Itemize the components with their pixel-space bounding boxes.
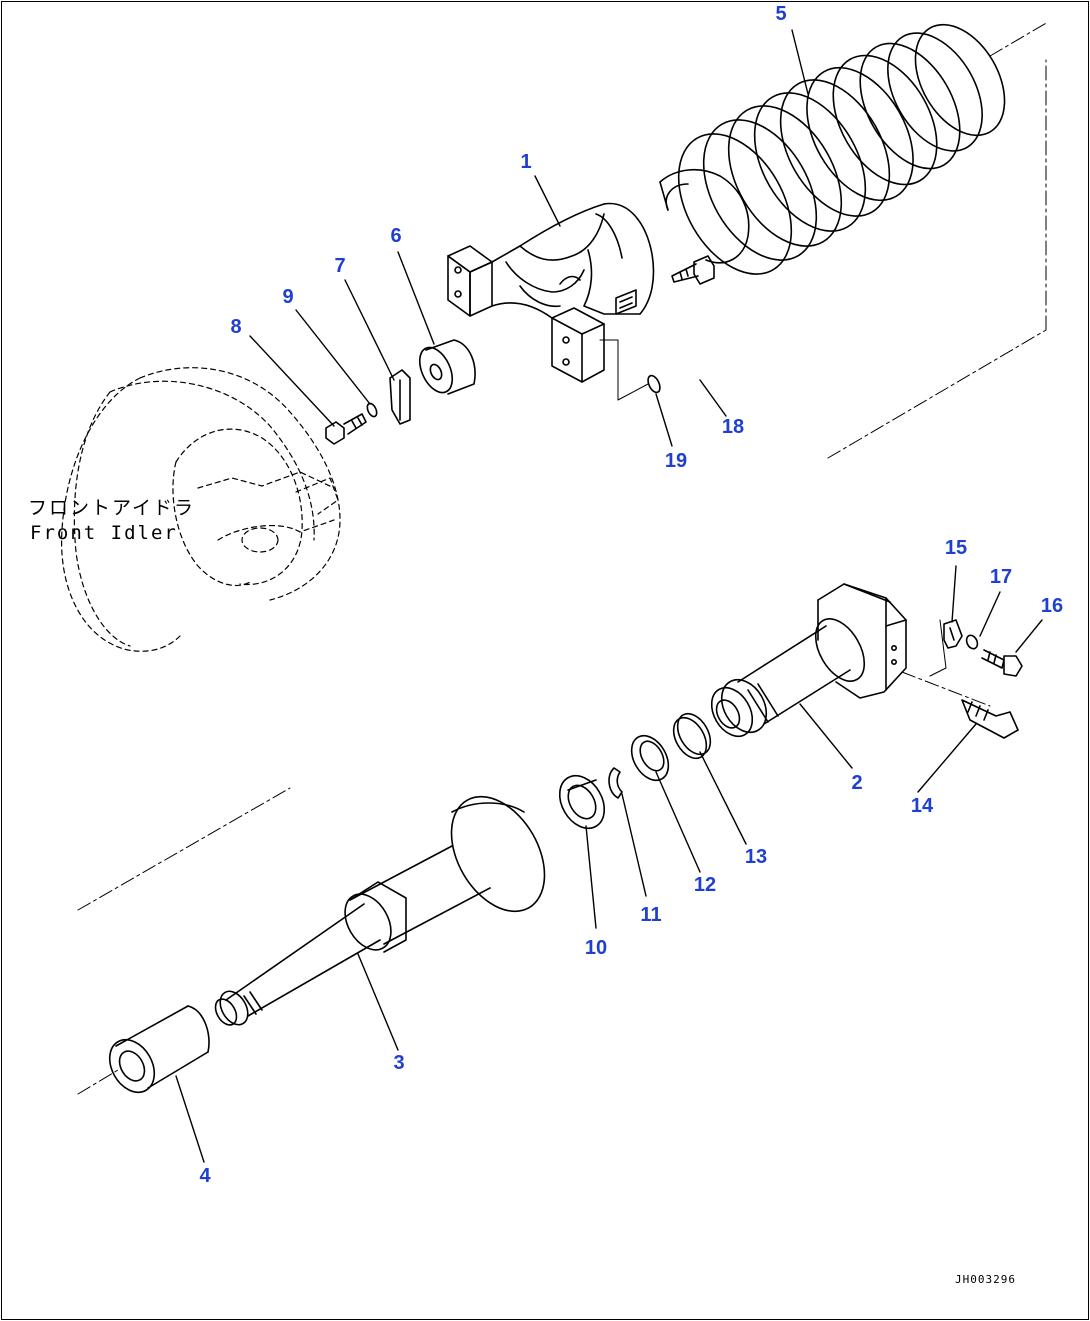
upper-axis-bracket (599, 339, 649, 401)
front-idler-phantom (61, 367, 341, 652)
bolt-part-18 (671, 255, 715, 285)
leader-lines (175, 29, 1043, 1163)
recoil-spring-part-5 (659, 23, 1006, 275)
front-idler-label-en: Front Idler (30, 522, 178, 544)
ring-part-13 (672, 712, 712, 760)
callout-part-1: 1 (520, 151, 532, 173)
idler-yoke-part-1 (447, 202, 655, 383)
callout-part-19: 19 (664, 450, 688, 472)
idler-shaft-part-3 (214, 795, 546, 1026)
dust-seal-part-10 (558, 774, 606, 830)
callout-part-8: 8 (230, 316, 242, 338)
lock-plate-part-7 (389, 369, 411, 425)
callout-part-11: 11 (640, 904, 662, 926)
bolt-part-16 (981, 649, 1023, 677)
callout-part-5: 5 (775, 3, 787, 25)
callout-part-4: 4 (199, 1165, 211, 1187)
washer-part-19 (647, 374, 661, 394)
callout-part-3: 3 (393, 1052, 405, 1074)
washer-part-17 (965, 634, 979, 650)
callout-part-6: 6 (390, 225, 402, 247)
lower-centerline (77, 671, 991, 1095)
snap-ring-part-11 (608, 767, 623, 799)
callout-part-16: 16 (1040, 595, 1064, 617)
callout-part-10: 10 (584, 937, 608, 959)
callout-part-15: 15 (944, 537, 968, 559)
callout-part-2: 2 (851, 772, 863, 794)
washer-part-9 (366, 402, 378, 418)
callout-part-13: 13 (744, 846, 768, 868)
callout-part-12: 12 (693, 874, 717, 896)
nut-part-6 (418, 339, 476, 395)
callout-part-18: 18 (721, 416, 745, 438)
front-idler-label-jp: フロントアイドラ (28, 497, 196, 519)
bushing-part-4 (108, 1005, 210, 1094)
callout-part-14: 14 (910, 795, 934, 817)
lower-axis-bracket (929, 619, 947, 677)
grease-fitting-part-14 (961, 699, 1019, 739)
callout-part-9: 9 (282, 286, 294, 308)
lock-plate-part-15 (943, 619, 963, 649)
callout-part-7: 7 (334, 255, 346, 277)
bolt-part-8 (325, 413, 367, 445)
callout-part-17: 17 (989, 566, 1013, 588)
upper-centerline (827, 21, 1049, 459)
drawing-code: JH003296 (955, 1273, 1016, 1286)
oil-seal-part-12 (630, 734, 670, 782)
guide-bracket-part-2 (710, 583, 907, 738)
